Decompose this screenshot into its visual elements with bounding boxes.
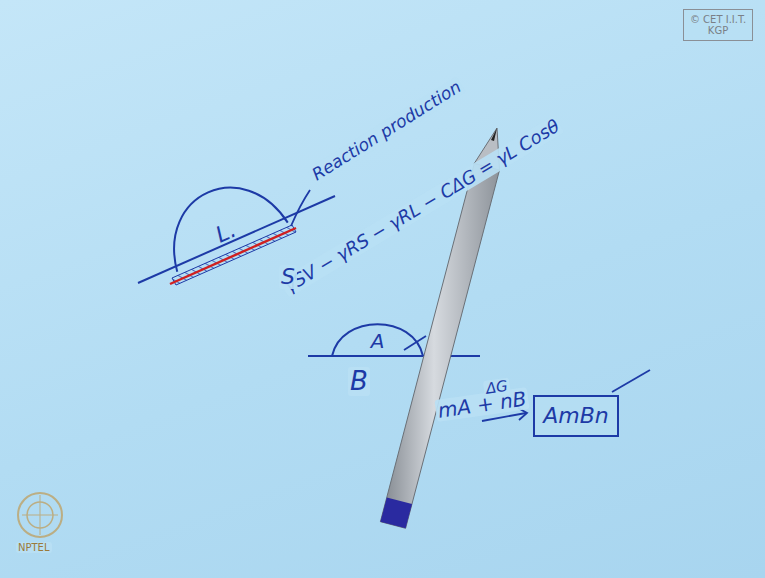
substrate-line	[308, 355, 480, 357]
callout-text: Reaction production	[307, 76, 466, 185]
liquid-droplet: A	[330, 322, 425, 356]
droplet-outline	[149, 163, 289, 272]
node-text: AmBn	[542, 404, 610, 428]
node-text: L.	[212, 218, 239, 248]
watermark: NPTEL	[16, 542, 52, 553]
node-text: A	[371, 330, 385, 352]
leader-line	[291, 190, 310, 226]
energy-label: ΔG	[483, 377, 511, 397]
liquid-droplet: L.	[149, 163, 289, 272]
logo-box: © CET I.I.T. KGP	[683, 9, 753, 41]
nptel-emblem	[18, 493, 62, 537]
equation: γSV − γRS − γRL − CΔG = γL Cosθ	[279, 115, 565, 298]
product-box: AmBn	[533, 395, 619, 437]
reaction-text: mA + nB	[434, 387, 529, 422]
leader-line	[612, 370, 650, 392]
part-label: B	[348, 367, 370, 396]
node-text: © CET I.I.T. KGP	[688, 14, 748, 36]
part-label: S	[279, 265, 297, 289]
leader-line	[404, 336, 426, 350]
